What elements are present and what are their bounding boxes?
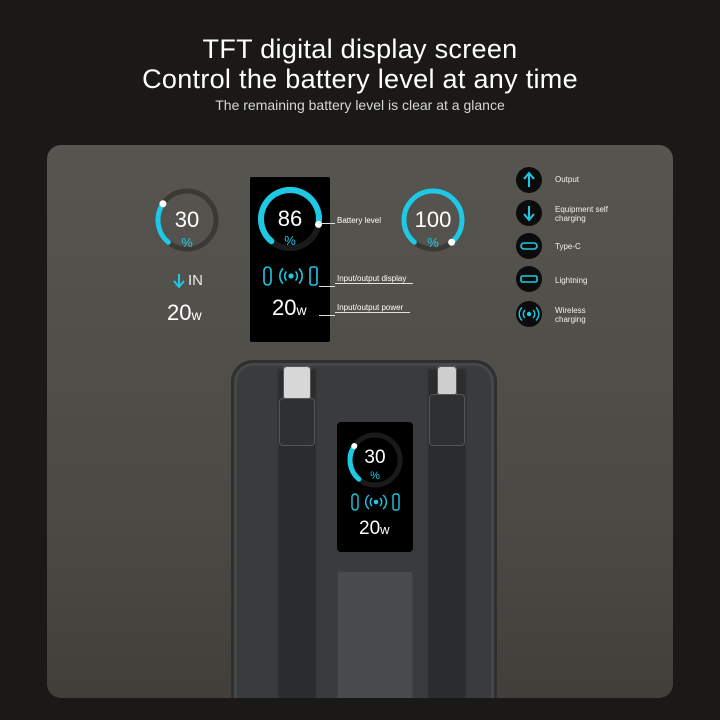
battery-dial-left <box>155 188 219 252</box>
callout-underline <box>335 283 413 284</box>
legend-lightning <box>516 266 542 292</box>
type-c-plug-housing <box>279 398 315 446</box>
battery-dial-center <box>258 187 322 251</box>
wireless-icon <box>279 267 303 285</box>
legend-label-wireless: Wireless charging <box>555 306 586 324</box>
wireless-icon <box>365 494 387 510</box>
title-line-2: Control the battery level at any time <box>142 64 578 94</box>
product-panel: 30 % IN 20w 86 % 20w <box>47 145 673 698</box>
callout-line <box>319 223 335 224</box>
io-status-icons <box>351 493 400 511</box>
device-battery-unit: % <box>370 470 380 482</box>
dial-fill-arc <box>401 188 465 245</box>
callout-underline <box>335 312 410 313</box>
legend-type-c <box>516 233 542 259</box>
input-power: 20w <box>167 300 202 326</box>
display-power: 20w <box>272 295 307 321</box>
lightning-plug <box>437 366 457 396</box>
battery-value-right: 100 <box>414 207 452 232</box>
dial-fill-arc <box>258 187 322 245</box>
cable-storage-slot <box>336 570 414 698</box>
display-power-value: 20 <box>272 295 297 320</box>
legend-output <box>516 167 542 193</box>
down-arrow-icon <box>523 206 535 222</box>
input-power-value: 20 <box>167 300 192 325</box>
battery-value-left: 30 <box>174 207 200 232</box>
legend-label-output: Output <box>555 175 580 184</box>
battery-unit-center: % <box>284 233 296 248</box>
callout-line <box>319 315 335 316</box>
legend-label-type-c: Type-C <box>555 242 581 251</box>
type-c-port-icon <box>351 493 359 511</box>
type-c-plug <box>283 366 311 400</box>
lightning-plug-housing <box>429 394 465 446</box>
legend-wireless <box>516 301 542 327</box>
dial-fill-arc <box>155 201 171 245</box>
tft-display-enlarged: 86 % 20w <box>250 177 330 342</box>
type-c-port-icon <box>263 266 272 286</box>
legend-label-self-charging: Equipment self charging <box>555 205 608 223</box>
device-power: 20w <box>359 518 390 540</box>
battery-dial-right <box>401 188 465 252</box>
down-arrow-icon <box>173 274 185 289</box>
power-bank: 30 % 20w <box>231 360 497 698</box>
tft-display-device: 30 % 20w <box>337 422 413 552</box>
dial-indicator-dot <box>448 238 456 246</box>
dial-fill-arc <box>347 443 362 482</box>
legend-label-lightning: Lightning <box>555 276 588 285</box>
dial-indicator-dot <box>159 200 167 208</box>
lightning-port-icon <box>309 266 318 286</box>
title-line-1: TFT digital display screen <box>202 34 518 64</box>
battery-unit-right: % <box>427 235 439 250</box>
battery-unit-left: % <box>181 235 193 250</box>
device-power-unit: w <box>380 522 390 537</box>
dial-indicator-dot <box>314 220 322 228</box>
io-status-icons <box>263 266 318 286</box>
callout-battery-level: Battery level <box>337 216 382 225</box>
callout-io-display: Input/output display <box>337 274 407 283</box>
input-label: IN <box>188 272 203 289</box>
display-power-unit: w <box>296 302 307 318</box>
subtitle: The remaining battery level is clear at … <box>215 97 505 113</box>
callout-io-power: Input/output power <box>337 303 404 312</box>
up-arrow-icon <box>523 171 535 187</box>
device-battery-value: 30 <box>364 447 386 468</box>
lightning-port-icon <box>392 493 400 511</box>
battery-dial-device <box>347 432 403 488</box>
input-power-unit: w <box>191 307 202 323</box>
legend-self-charging <box>516 200 542 226</box>
lightning-icon <box>520 275 538 283</box>
type-c-icon <box>520 242 538 250</box>
callout-line <box>319 286 335 287</box>
dial-indicator-dot <box>351 443 358 450</box>
wireless-icon <box>518 306 540 322</box>
device-power-value: 20 <box>359 518 381 539</box>
battery-value-center: 86 <box>277 206 303 231</box>
